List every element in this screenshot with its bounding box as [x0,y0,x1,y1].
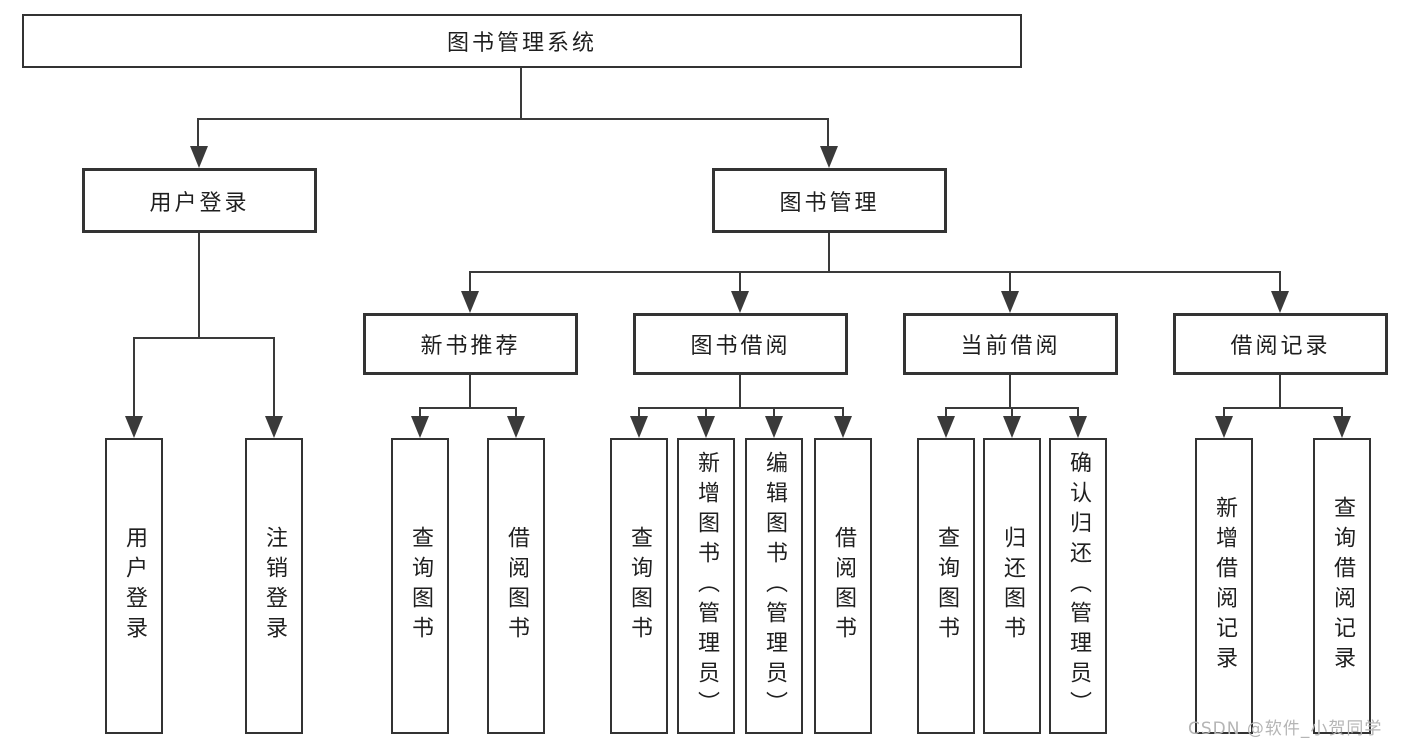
connector-line-horizontal [133,337,275,339]
arrow-down-icon [1001,291,1019,313]
connector-line-horizontal [638,407,844,409]
node-root: 图书管理系统 [22,14,1022,68]
arrow-down-icon [265,416,283,438]
leaf-label: 确认归还（管理员） [1066,451,1091,721]
node-user-login-leaf: 用户登录 [105,438,163,734]
connector-line-vertical [469,271,471,293]
leaf-label: 借阅图书 [831,526,856,646]
leaf-label: 查询图书 [934,526,959,646]
arrow-down-icon [1003,416,1021,438]
connector-line-vertical [1011,407,1013,418]
arrow-down-icon [507,416,525,438]
node-current-borrowing: 当前借阅 [903,313,1118,375]
node-book-borrowing: 图书借阅 [633,313,848,375]
connector-line-vertical [273,337,275,417]
arrow-down-icon [1215,416,1233,438]
arrow-down-icon [820,146,838,168]
leaf-label: 用户登录 [122,526,147,646]
node-borrow-books-recommend: 借阅图书 [487,438,545,734]
node-confirm-return-admin: 确认归还（管理员） [1049,438,1107,734]
connector-line-vertical [638,407,640,418]
connector-line-vertical [1341,407,1343,418]
connector-line-vertical [198,233,200,337]
node-new-book-recommend: 新书推荐 [363,313,578,375]
leaf-label: 注销登录 [262,526,287,646]
connector-line-vertical [739,375,741,408]
leaf-label: 查询借阅记录 [1330,496,1355,676]
connector-line-vertical [945,407,947,418]
connector-line-horizontal [469,271,1281,273]
connector-line-vertical [1009,271,1011,293]
node-book-management: 图书管理 [712,168,947,233]
arrow-down-icon [125,416,143,438]
node-query-books-recommend: 查询图书 [391,438,449,734]
arrow-down-icon [1271,291,1289,313]
connector-line-vertical [1223,407,1225,418]
connector-line-vertical [842,407,844,418]
connector-line-vertical [197,118,199,148]
connector-line-vertical [773,407,775,418]
connector-line-vertical [739,271,741,293]
leaf-label: 查询图书 [627,526,652,646]
node-logout: 注销登录 [245,438,303,734]
connector-line-vertical [520,68,522,118]
arrow-down-icon [834,416,852,438]
connector-line-vertical [1279,271,1281,293]
arrow-down-icon [937,416,955,438]
connector-line-vertical [469,375,471,408]
arrow-down-icon [731,291,749,313]
arrow-down-icon [697,416,715,438]
leaf-label: 借阅图书 [504,526,529,646]
connector-line-vertical [133,337,135,417]
node-borrowing-records: 借阅记录 [1173,313,1388,375]
node-return-book: 归还图书 [983,438,1041,734]
arrow-down-icon [1069,416,1087,438]
connector-line-vertical [828,233,830,271]
arrow-down-icon [630,416,648,438]
connector-line-horizontal [1223,407,1343,409]
connector-line-horizontal [419,407,517,409]
node-query-books-borrow: 查询图书 [610,438,668,734]
arrow-down-icon [1333,416,1351,438]
leaf-label: 编辑图书（管理员） [762,451,787,721]
connector-line-horizontal [197,118,829,120]
arrow-down-icon [461,291,479,313]
arrow-down-icon [411,416,429,438]
leaf-label: 新增图书（管理员） [694,451,719,721]
arrow-down-icon [190,146,208,168]
node-borrow-books-borrow: 借阅图书 [814,438,872,734]
node-user-login: 用户登录 [82,168,317,233]
connector-line-vertical [827,118,829,148]
connector-line-vertical [705,407,707,418]
connector-line-vertical [1009,375,1011,408]
node-query-borrow-record: 查询借阅记录 [1313,438,1371,734]
arrow-down-icon [765,416,783,438]
node-query-books-current: 查询图书 [917,438,975,734]
connector-line-vertical [419,407,421,418]
node-add-book-admin: 新增图书（管理员） [677,438,735,734]
node-add-borrow-record: 新增借阅记录 [1195,438,1253,734]
leaf-label: 归还图书 [1000,526,1025,646]
watermark: CSDN @软件_小贺同学 [1188,719,1383,739]
leaf-label: 新增借阅记录 [1212,496,1237,676]
node-edit-book-admin: 编辑图书（管理员） [745,438,803,734]
connector-line-vertical [1077,407,1079,418]
leaf-label: 查询图书 [408,526,433,646]
connector-line-vertical [1279,375,1281,408]
connector-line-vertical [515,407,517,418]
